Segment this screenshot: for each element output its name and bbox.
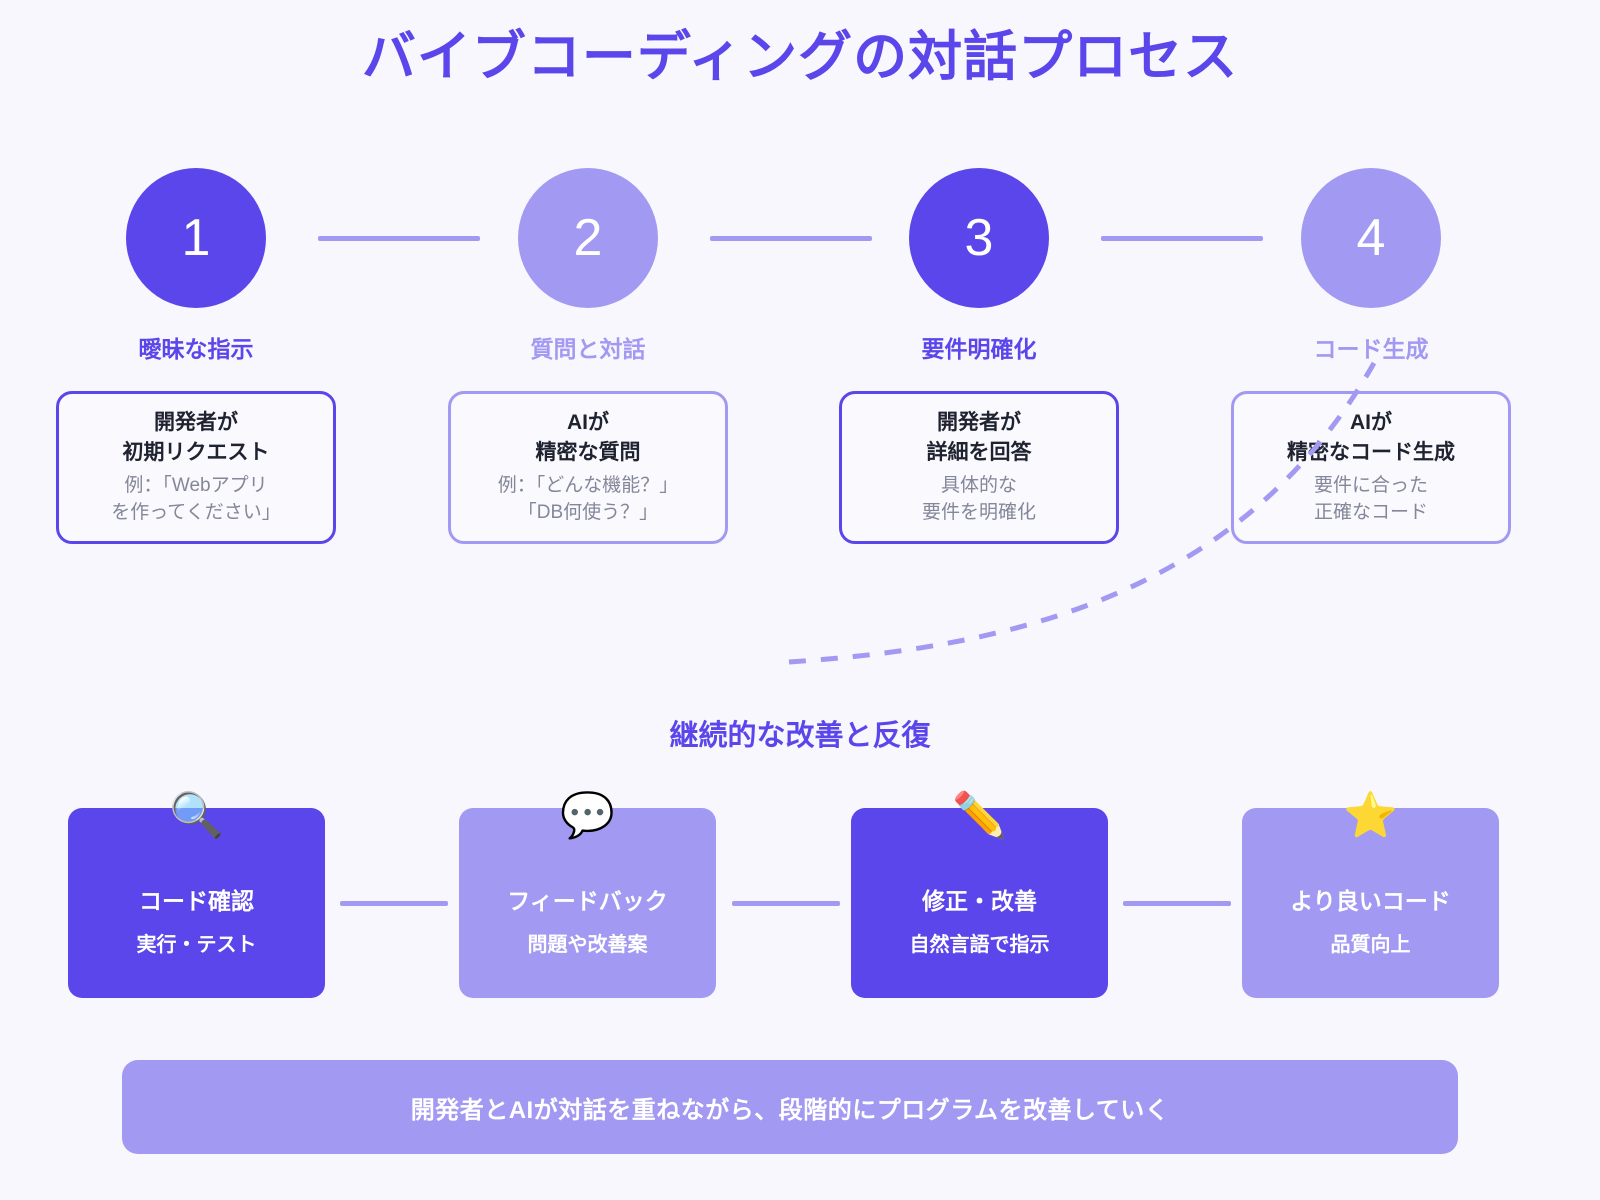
iteration-card-4-subtitle: 品質向上 (1330, 934, 1411, 956)
iteration-card-1-title: コード確認 (139, 888, 254, 914)
step-1-label: 曖昧な指示 (138, 336, 254, 362)
detail-card-3-subtitle: 具体的な 要件を明確化 (921, 474, 1036, 523)
step-4-circle: 4 (1301, 168, 1441, 308)
step-4-label: コード生成 (1313, 336, 1429, 362)
step-2-circle: 2 (518, 168, 658, 308)
detail-card-3[interactable]: 開発者が 詳細を回答 具体的な 要件を明確化 (839, 391, 1119, 544)
iteration-connector-2-3 (732, 901, 840, 906)
iteration-connector-3-4 (1123, 901, 1231, 906)
detail-card-4-subtitle: 要件に合った 正確なコード (1313, 474, 1428, 523)
step-connector-1-2 (318, 236, 480, 241)
iteration-card-4-title: より良いコード (1290, 888, 1451, 914)
detail-card-4-title: AIが 精密なコード生成 (1287, 411, 1455, 465)
iteration-card-3[interactable]: ✏️ 修正・改善 自然言語で指示 (851, 794, 1108, 998)
iteration-card-1-subtitle: 実行・テスト (136, 934, 257, 956)
detail-card-2-title: AIが 精密な質問 (535, 411, 641, 465)
process-step-4[interactable]: 4 コード生成 (1291, 168, 1451, 364)
detail-card-2-subtitle: 例：「どんな機能？」 「DB何使う？」 (497, 474, 679, 523)
detail-card-4[interactable]: AIが 精密なコード生成 要件に合った 正確なコード (1231, 391, 1511, 544)
star-icon: ⭐ (1343, 790, 1398, 841)
detail-card-1-title: 開発者が 初期リクエスト (122, 411, 270, 465)
iteration-card-2[interactable]: 💬 フィードバック 問題や改善案 (459, 794, 716, 998)
footer-banner-text: 開発者とAIが対話を重ねながら、段階的にプログラムを改善していく (410, 1096, 1170, 1124)
step-2-label: 質問と対話 (530, 336, 646, 362)
footer-banner: 開発者とAIが対話を重ねながら、段階的にプログラムを改善していく (122, 1060, 1458, 1154)
detail-card-2[interactable]: AIが 精密な質問 例：「どんな機能？」 「DB何使う？」 (448, 391, 728, 544)
step-1-circle: 1 (126, 168, 266, 308)
process-step-3[interactable]: 3 要件明確化 (899, 168, 1059, 364)
iteration-connector-1-2 (340, 901, 448, 906)
iteration-card-3-subtitle: 自然言語で指示 (909, 934, 1050, 956)
speech-balloon-icon: 💬 (560, 790, 615, 841)
step-3-label: 要件明確化 (921, 336, 1037, 362)
pencil-icon: ✏️ (952, 790, 1007, 841)
page-title: バイブコーディングの対話プロセス (361, 27, 1239, 87)
iteration-card-2-subtitle: 問題や改善案 (527, 934, 648, 956)
process-step-1[interactable]: 1 曖昧な指示 (116, 168, 276, 364)
detail-card-1-subtitle: 例：「Webアプリ を作ってください」 (111, 474, 281, 523)
detail-card-3-title: 開発者が 詳細を回答 (926, 411, 1032, 465)
step-connector-3-4 (1101, 236, 1263, 241)
process-step-2[interactable]: 2 質問と対話 (508, 168, 668, 364)
iteration-card-2-title: フィードバック (507, 888, 668, 914)
process-steps-row: 1 曖昧な指示 2 質問と対話 3 要件明確化 4 コード生成 (0, 168, 1600, 368)
section-heading: 継続的な改善と反復 (669, 720, 931, 752)
step-3-circle: 3 (909, 168, 1049, 308)
magnifying-glass-icon: 🔍 (169, 790, 224, 841)
iteration-card-4[interactable]: ⭐ より良いコード 品質向上 (1242, 794, 1499, 998)
step-connector-2-3 (710, 236, 872, 241)
detail-card-1[interactable]: 開発者が 初期リクエスト 例：「Webアプリ を作ってください」 (56, 391, 336, 544)
iteration-card-1[interactable]: 🔍 コード確認 実行・テスト (68, 794, 325, 998)
iteration-card-3-title: 修正・改善 (922, 888, 1037, 914)
